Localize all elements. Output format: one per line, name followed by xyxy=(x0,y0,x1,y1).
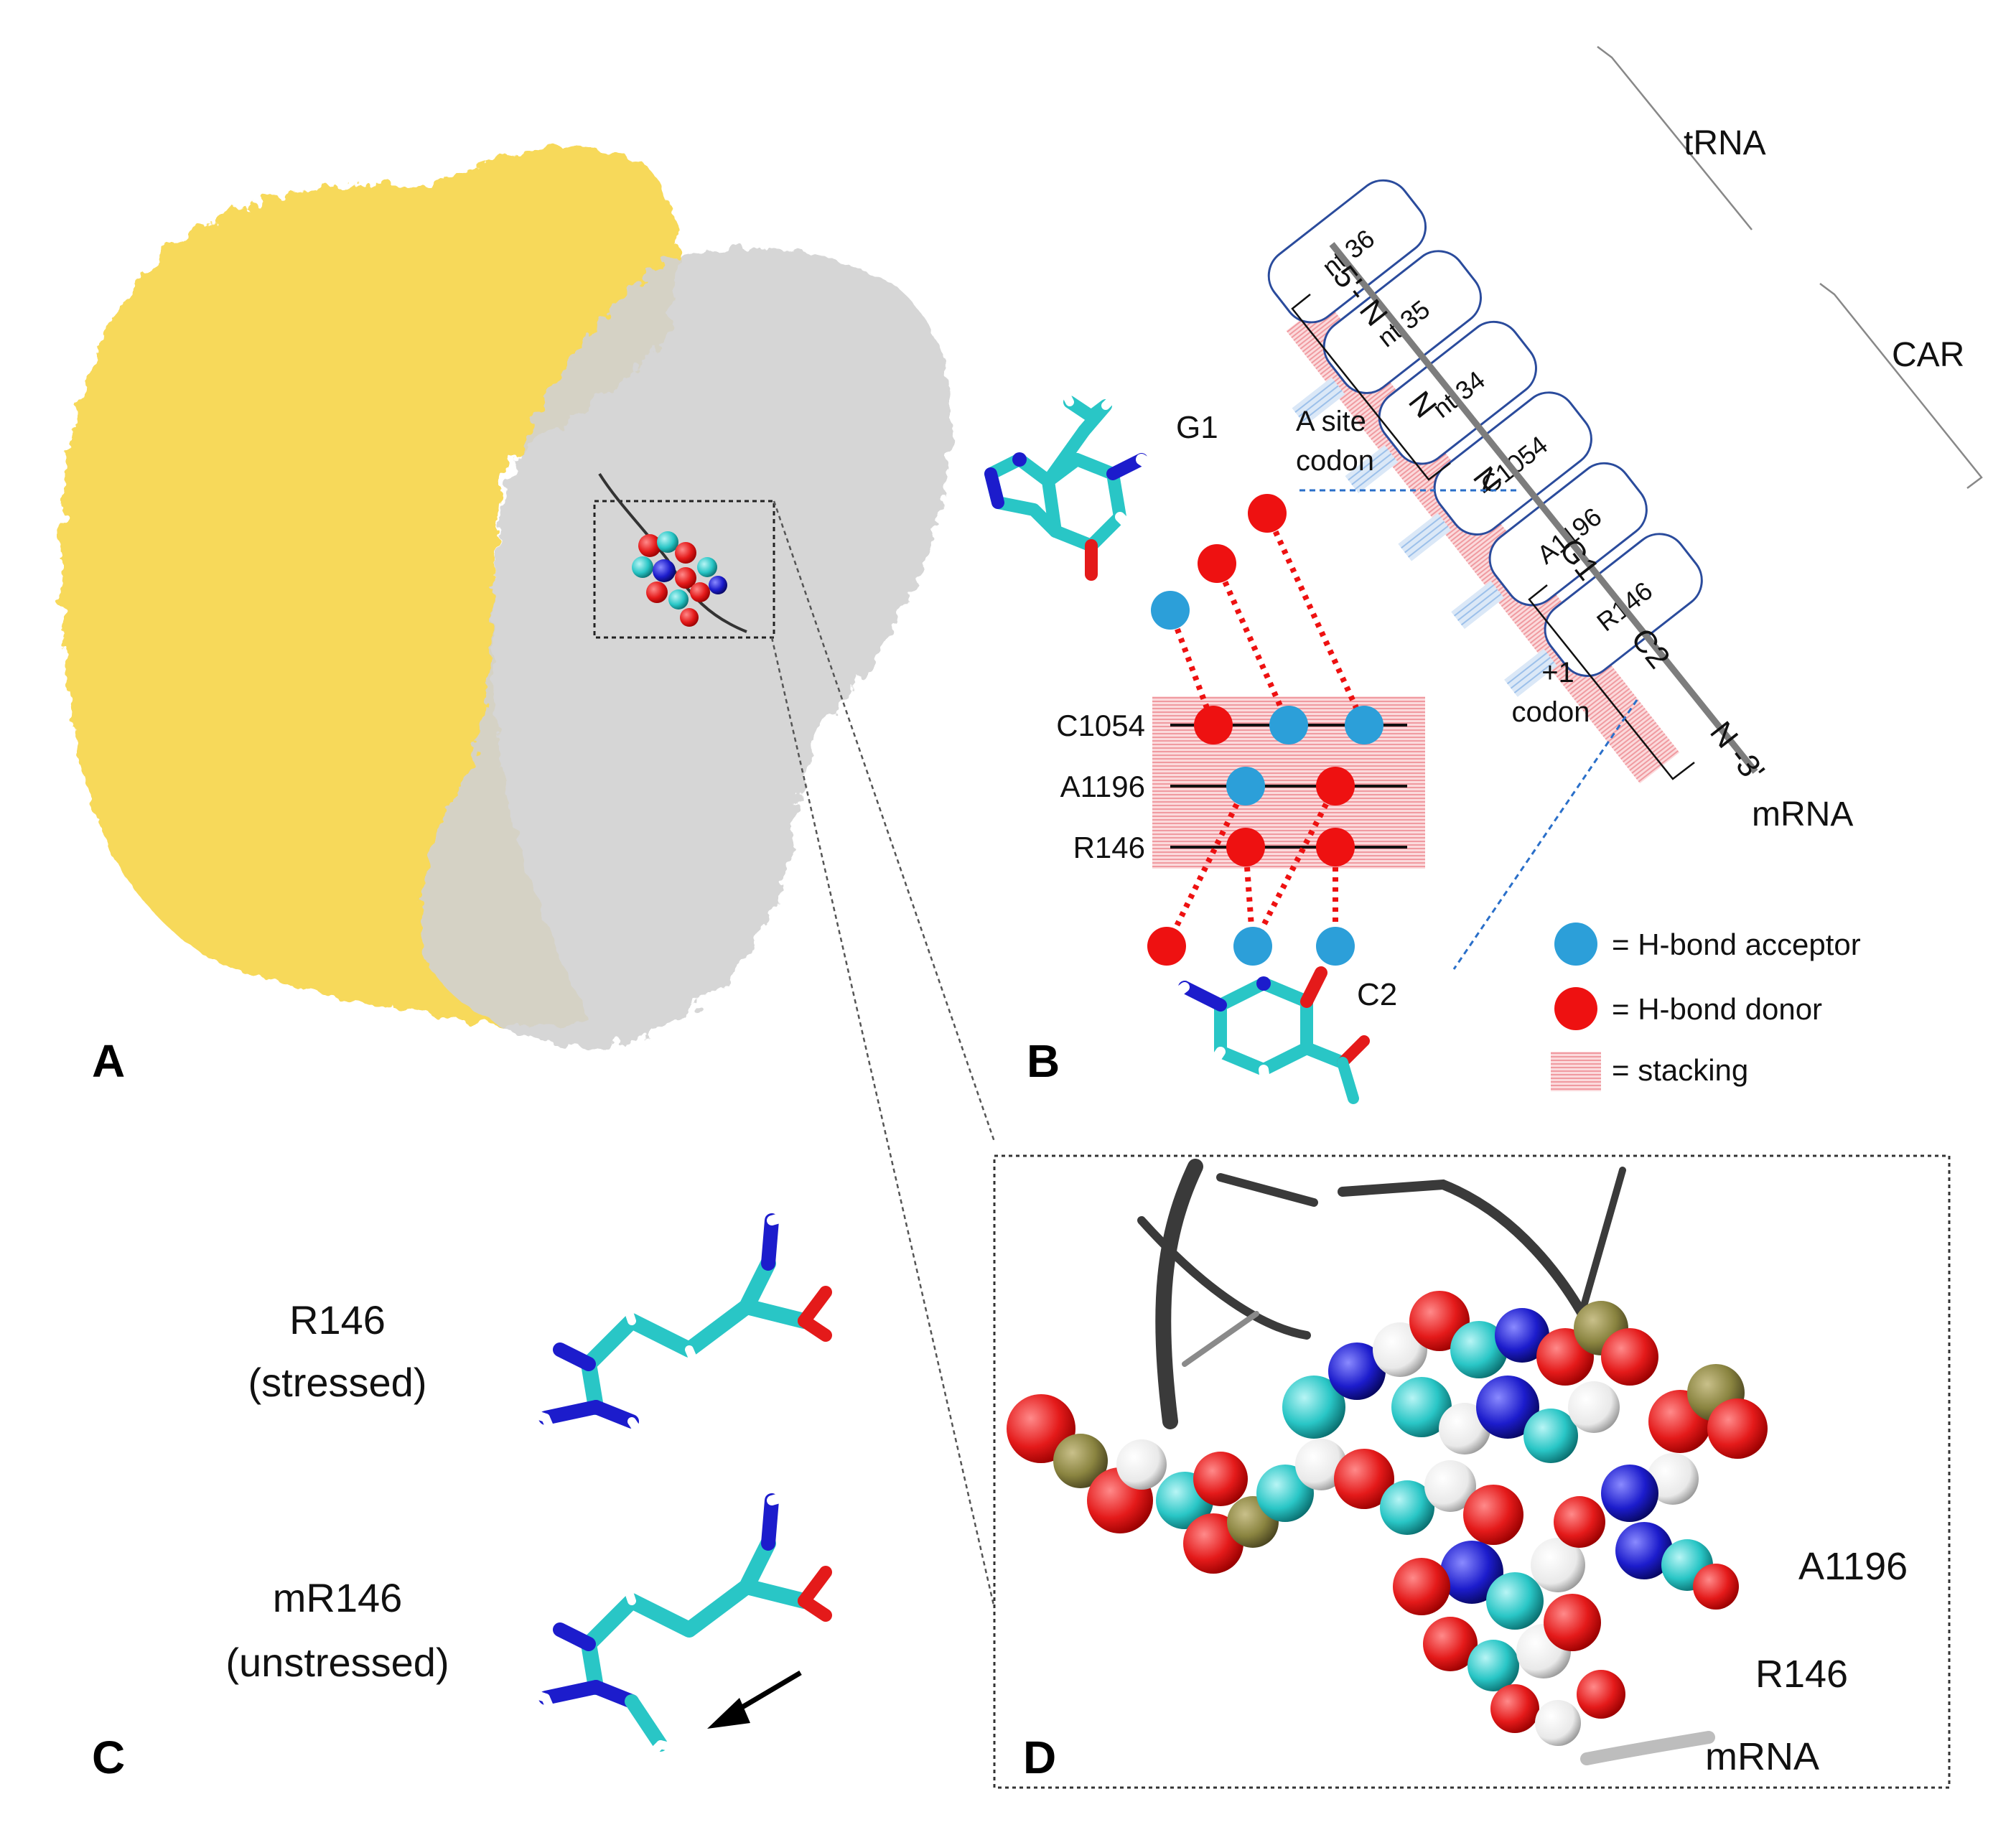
legend-acceptor-swatch xyxy=(1554,923,1597,966)
legend-donor-label: = H-bond donor xyxy=(1612,992,1822,1026)
ribosome-small-subunit-grey xyxy=(419,248,951,1048)
a1196-donor xyxy=(1316,767,1355,805)
zoom-line-right xyxy=(773,500,996,1142)
mr146-stick-model xyxy=(520,1488,832,1767)
c2-base-model xyxy=(1162,966,1370,1104)
a-site-bracket xyxy=(1291,294,1451,481)
ribosome-image xyxy=(61,148,996,1609)
car-bracket xyxy=(1819,283,1983,489)
mr146-subtitle: (unstressed) xyxy=(225,1640,449,1685)
r146-stick-model xyxy=(520,1208,832,1447)
ribosome-large-subunit-yellow xyxy=(61,148,679,1028)
zoom-box xyxy=(593,500,775,639)
g1-acceptor xyxy=(1151,591,1190,630)
panel-label-c: C xyxy=(92,1732,125,1783)
zoom-line-bottom xyxy=(770,637,996,1609)
legend-stacking-swatch xyxy=(1551,1052,1601,1091)
panel-label-d: D xyxy=(1023,1732,1056,1783)
legend: = H-bond acceptor = H-bond donor = stack… xyxy=(1551,923,1861,1091)
a1196-acceptor xyxy=(1226,767,1265,805)
three-prime-label: N -3' xyxy=(1703,715,1771,788)
g1-donor-2 xyxy=(1198,544,1236,583)
r146-subtitle: (stressed) xyxy=(248,1360,427,1405)
car-label: CAR xyxy=(1892,336,1964,374)
plus1-label-line1: +1 xyxy=(1541,657,1574,688)
c1054-acceptor-1 xyxy=(1269,706,1308,744)
r146-title: R146 xyxy=(289,1297,386,1342)
closeup-label-a1196: A1196 xyxy=(1798,1545,1908,1588)
plus1-connector xyxy=(1452,699,1638,970)
stacking-box-nt36: nt 36 xyxy=(1267,179,1427,324)
row-label-c1054: C1054 xyxy=(1056,709,1145,742)
panel-label-b: B xyxy=(1027,1035,1060,1087)
binding-site-spheres xyxy=(632,531,727,627)
trna-label: tRNA xyxy=(1684,124,1766,162)
mrna-backbone xyxy=(1329,242,1758,774)
r146-donor-2 xyxy=(1316,828,1355,867)
panel-label-a: A xyxy=(92,1035,125,1087)
c2-acceptor-2 xyxy=(1316,927,1355,966)
arrow-icon xyxy=(707,1670,802,1729)
a-site-label-line1: A site xyxy=(1296,406,1366,437)
legend-acceptor-label: = H-bond acceptor xyxy=(1612,928,1861,961)
r146-donor-1 xyxy=(1226,828,1265,867)
mr146-title: mR146 xyxy=(273,1575,403,1620)
c2-acceptor-1 xyxy=(1233,927,1272,966)
g1-base-model xyxy=(984,383,1169,581)
g1-label: G1 xyxy=(1176,410,1218,445)
a-site-label-line2: codon xyxy=(1296,445,1374,477)
panel-d: A1196 R146 mRNA xyxy=(993,1154,1951,1789)
plus1-label-line2: codon xyxy=(1512,696,1590,728)
plus1-bracket xyxy=(1528,584,1695,780)
c1054-donor xyxy=(1194,706,1233,744)
closeup-label-r146: R146 xyxy=(1755,1653,1848,1696)
row-label-a1196: A1196 xyxy=(1060,770,1145,803)
legend-stacking-label: = stacking xyxy=(1612,1053,1748,1087)
c2-label: C2 xyxy=(1357,977,1397,1012)
g1-donor-1 xyxy=(1248,494,1287,533)
hbond-scheme: G1 C1054 A1196 R146 xyxy=(984,383,1425,1104)
space-filling-atoms xyxy=(1007,1291,1768,1746)
closeup-label-mrna: mRNA xyxy=(1705,1735,1819,1778)
row-label-r146: R146 xyxy=(1073,831,1145,864)
legend-donor-swatch xyxy=(1554,987,1597,1030)
c2-donor xyxy=(1147,927,1186,966)
c1054-acceptor-2 xyxy=(1345,706,1383,744)
trna-bracket xyxy=(1597,46,1753,230)
mrna-label: mRNA xyxy=(1752,795,1853,833)
interaction-ticks xyxy=(1292,377,1557,697)
